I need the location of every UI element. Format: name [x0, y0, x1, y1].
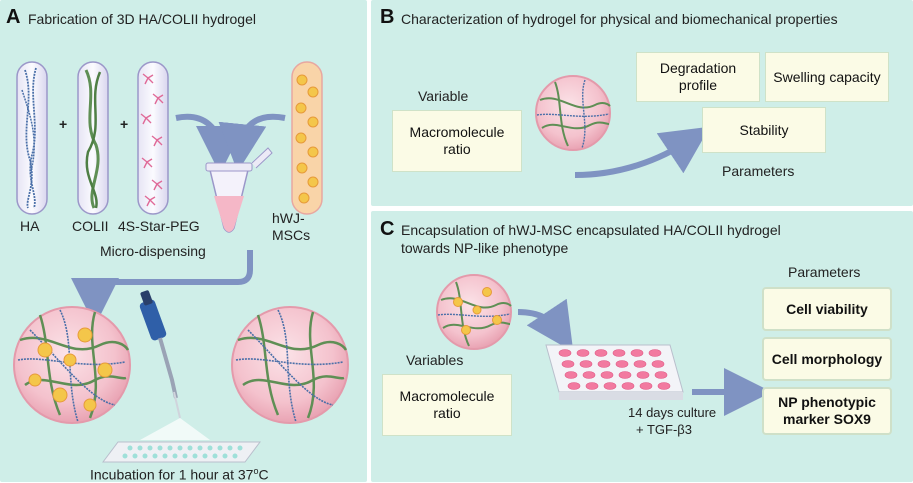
tube-ha	[16, 61, 48, 215]
culture-label-line2: + TGF-β3	[636, 422, 692, 437]
microtube-icon	[205, 147, 273, 233]
param-cell-viability: Cell viability	[762, 287, 892, 331]
well-plate-c	[545, 344, 684, 400]
plus-sign-2: +	[120, 116, 129, 132]
variable-label: Variable	[418, 88, 469, 104]
panel-b-letter: B	[380, 6, 395, 28]
variables-label: Variables	[406, 352, 464, 368]
hydrogel-with-cells-sphere-c	[436, 274, 512, 350]
tube-label-peg: 4S-Star-PEG	[118, 218, 200, 234]
dispense-beam	[140, 418, 210, 440]
cells-label-line1: hWJ-	[272, 210, 305, 226]
panel-c-title-line2: towards NP-like phenotype	[401, 240, 569, 256]
param-sox9: NP phenotypic marker SOX9	[762, 387, 892, 435]
panel-b-title: Characterization of hydrogel for physica…	[401, 11, 838, 27]
cells-label-line2: MSCs	[272, 227, 311, 243]
incubation-label: Incubation for 1 hour at 37oC	[90, 466, 269, 483]
arrow-into-tube-left	[175, 113, 244, 174]
tube-colii	[77, 61, 109, 215]
panel-c-title-line1: Encapsulation of hWJ-MSC encapsulated HA…	[401, 222, 781, 238]
params-label-b: Parameters	[722, 163, 795, 179]
arrow-into-tube-right	[218, 113, 286, 172]
param-degradation: Degradation profile	[636, 52, 760, 102]
param-swelling: Swelling capacity	[765, 52, 889, 102]
panel-a-letter: A	[6, 6, 21, 28]
hydrogel-sphere	[231, 306, 349, 424]
hydrogel-with-cells-sphere	[13, 306, 131, 424]
tube-label-ha: HA	[20, 218, 40, 234]
pipette-icon	[139, 290, 181, 419]
variable-box-c: Macromolecule ratio	[382, 374, 512, 436]
params-label-c: Parameters	[788, 264, 861, 280]
arrow-micro-dispensing	[71, 250, 253, 326]
panel-a-title: Fabrication of 3D HA/COLII hydrogel	[28, 11, 256, 27]
plus-sign-1: +	[59, 116, 68, 132]
culture-label-line1: 14 days culture	[628, 405, 717, 420]
param-stability: Stability	[702, 107, 826, 153]
arrow-b	[574, 126, 710, 178]
arrow-c-into-plate	[517, 298, 574, 352]
tube-hwj-mscs	[291, 61, 323, 215]
panel-c-letter: C	[380, 218, 395, 240]
micro-dispensing-label: Micro-dispensing	[100, 243, 206, 259]
tube-peg	[137, 61, 169, 215]
param-cell-morphology: Cell morphology	[762, 337, 892, 381]
hydrogel-sphere-b	[535, 75, 611, 151]
tube-label-colii: COLII	[72, 218, 109, 234]
variable-box-b: Macromolecule ratio	[392, 110, 522, 172]
well-plate-a	[102, 441, 261, 463]
